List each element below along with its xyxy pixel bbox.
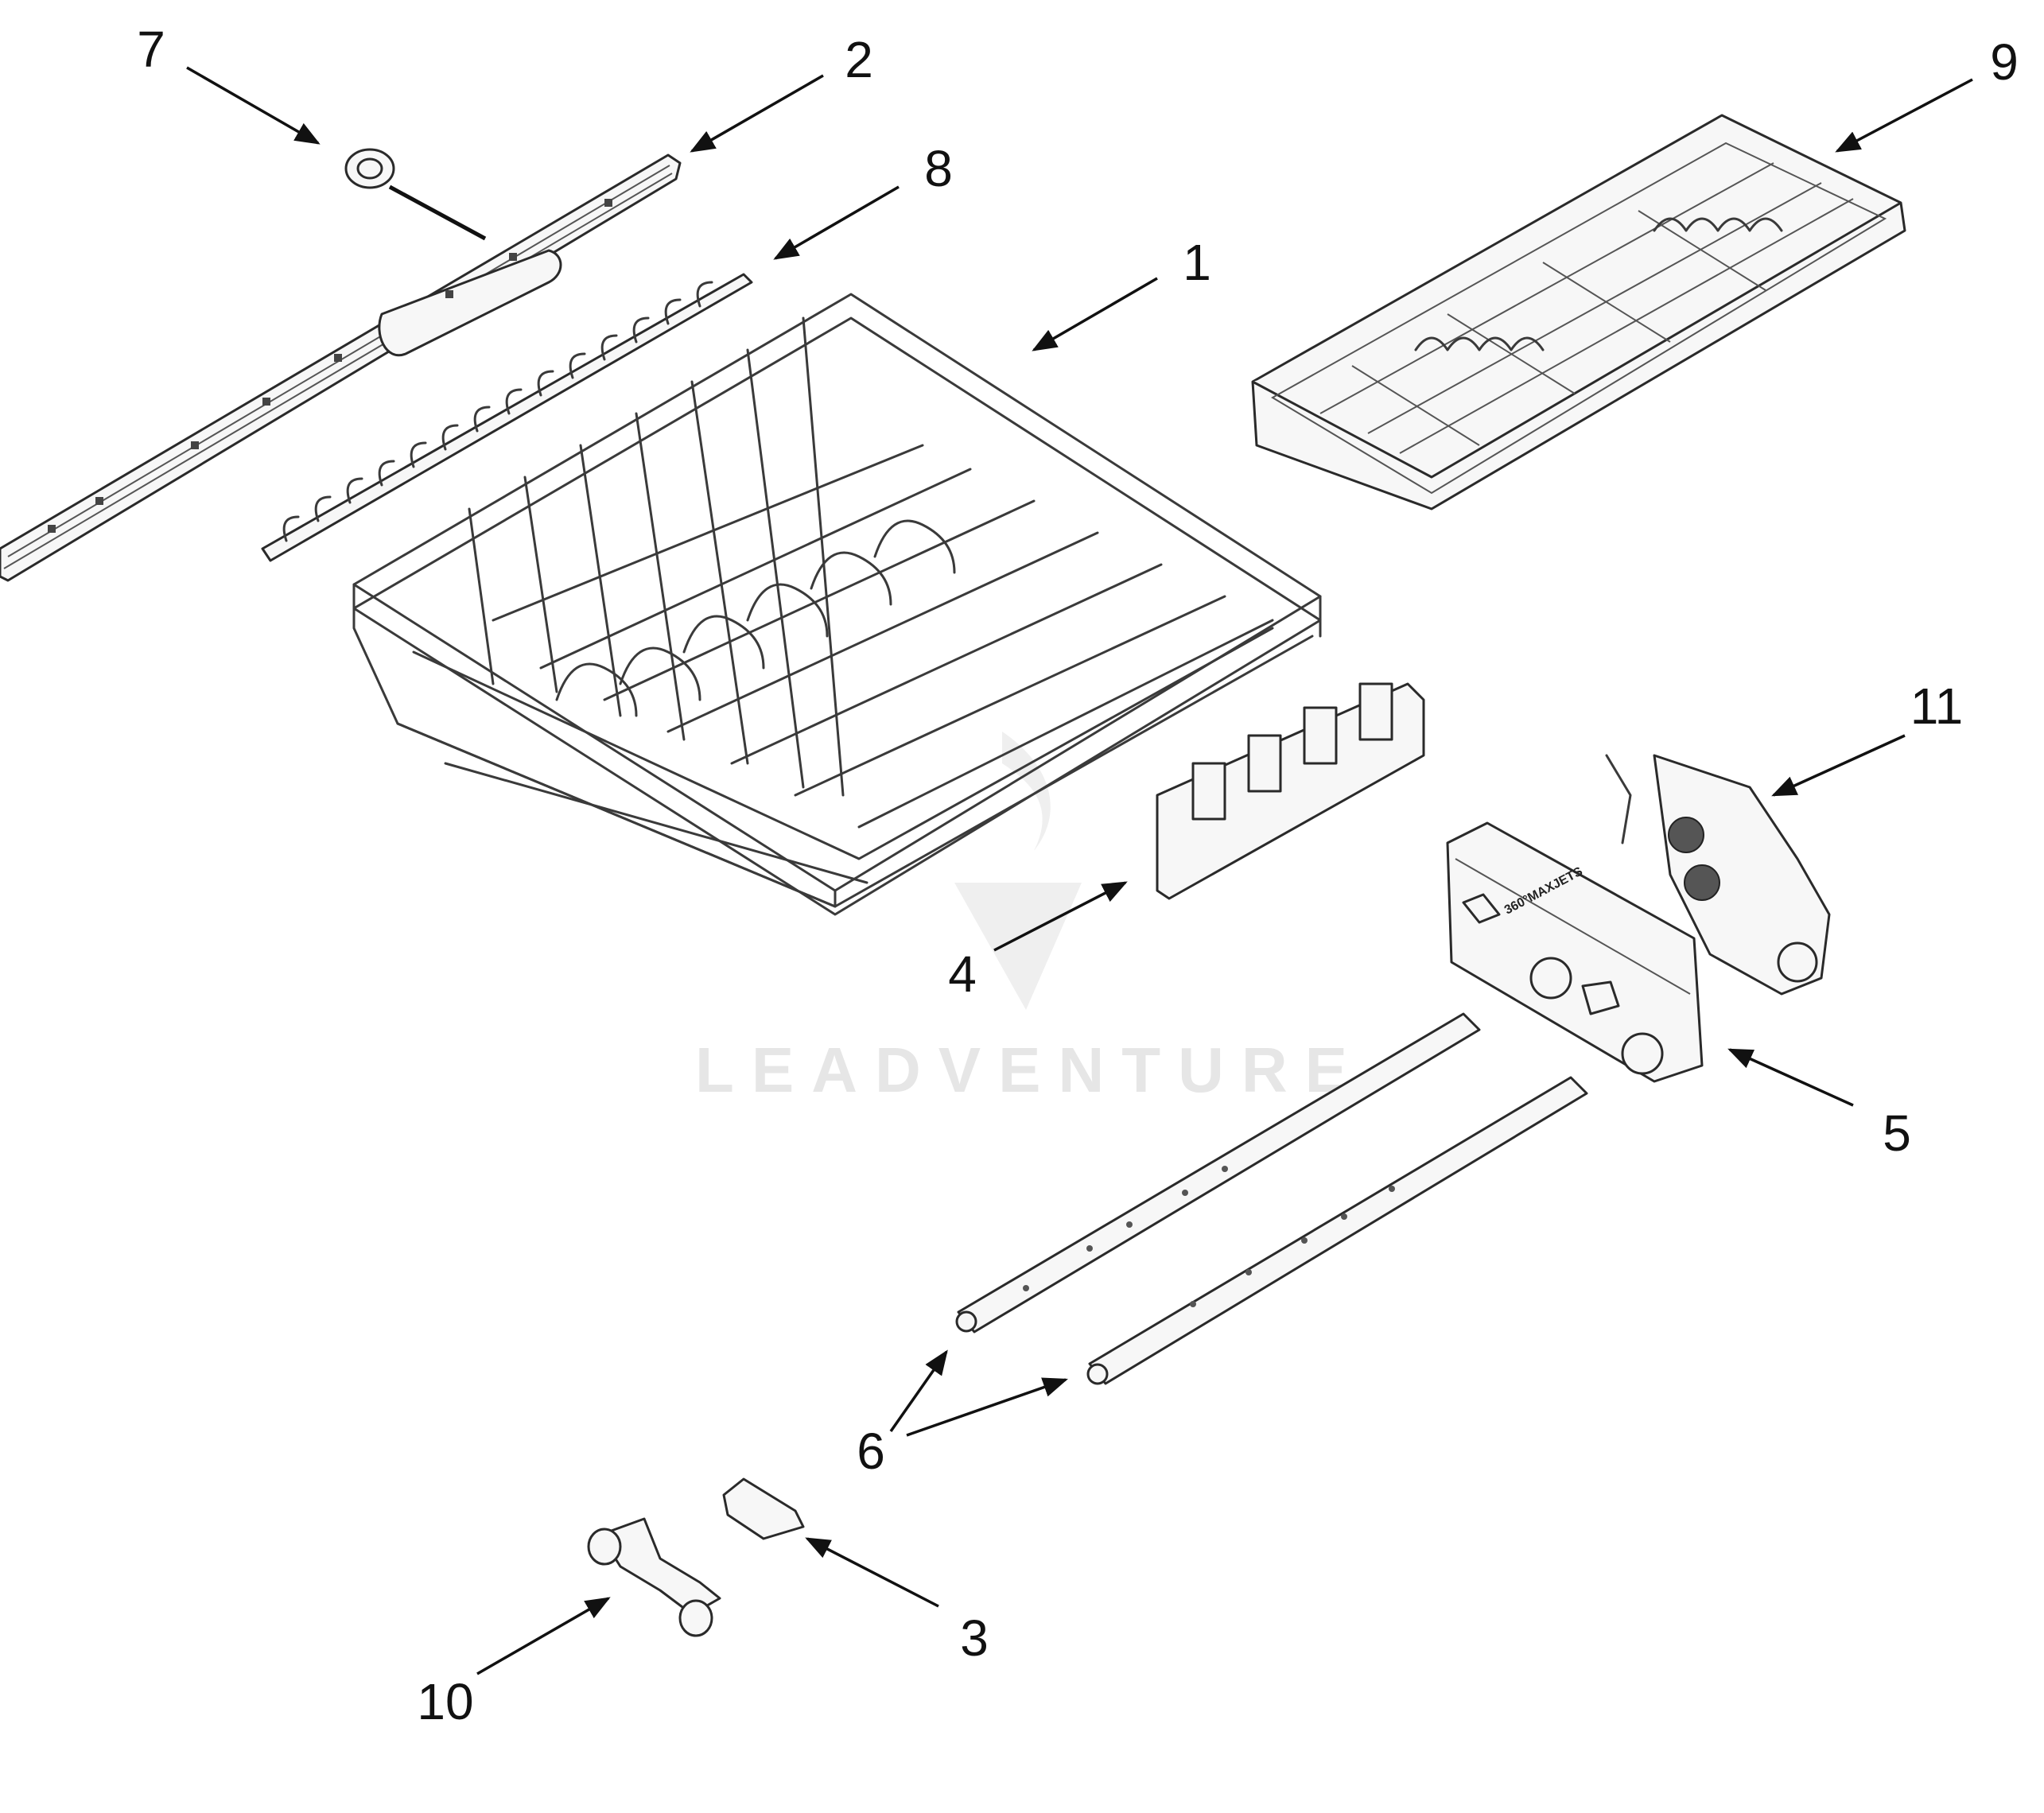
gear-housing-part <box>1605 754 1831 996</box>
callout-4: 4 <box>948 945 977 1003</box>
leader-arrows <box>186 66 1973 1675</box>
spray-tubes-part <box>955 1012 1588 1385</box>
callout-11: 11 <box>1910 677 1964 735</box>
callout-6: 6 <box>857 1423 885 1480</box>
top-tray-part <box>1251 114 1906 511</box>
rack-bracket-part <box>1156 682 1425 900</box>
callout-10: 10 <box>417 1673 474 1730</box>
slide-rail-part <box>0 153 682 582</box>
watermark: LEADVENTURE <box>694 1035 1366 1105</box>
watermark-logo <box>954 732 1082 1010</box>
control-panel-part <box>1446 821 1704 1083</box>
callout-2: 2 <box>845 31 873 88</box>
small-clip-part <box>722 1477 805 1540</box>
wire-rack-part <box>352 293 1322 916</box>
callout-3: 3 <box>960 1609 989 1667</box>
tine-row-part <box>261 273 753 562</box>
rail-clip-part <box>344 148 487 241</box>
callout-1: 1 <box>1183 234 1211 291</box>
hub-connector-part <box>587 1517 721 1637</box>
callout-8: 8 <box>924 140 953 197</box>
callout-9: 9 <box>1990 33 2019 91</box>
callout-5: 5 <box>1883 1104 1911 1162</box>
callout-7: 7 <box>137 21 165 78</box>
